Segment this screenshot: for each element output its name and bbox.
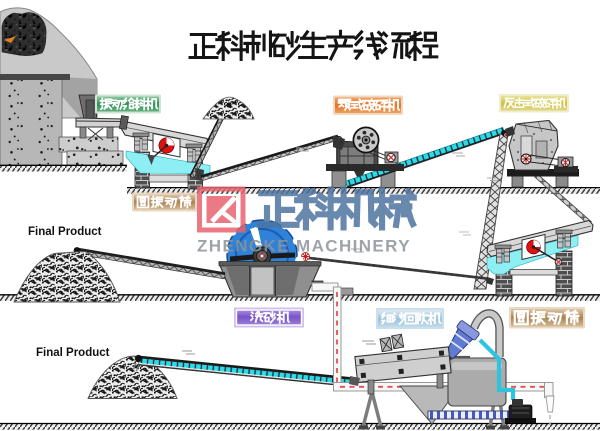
svg-text:Final Product: Final Product — [36, 347, 110, 359]
svg-text:Final Product: Final Product — [28, 226, 102, 238]
svg-text:ZHENGKE MACHINERY: ZHENGKE MACHINERY — [197, 237, 411, 256]
